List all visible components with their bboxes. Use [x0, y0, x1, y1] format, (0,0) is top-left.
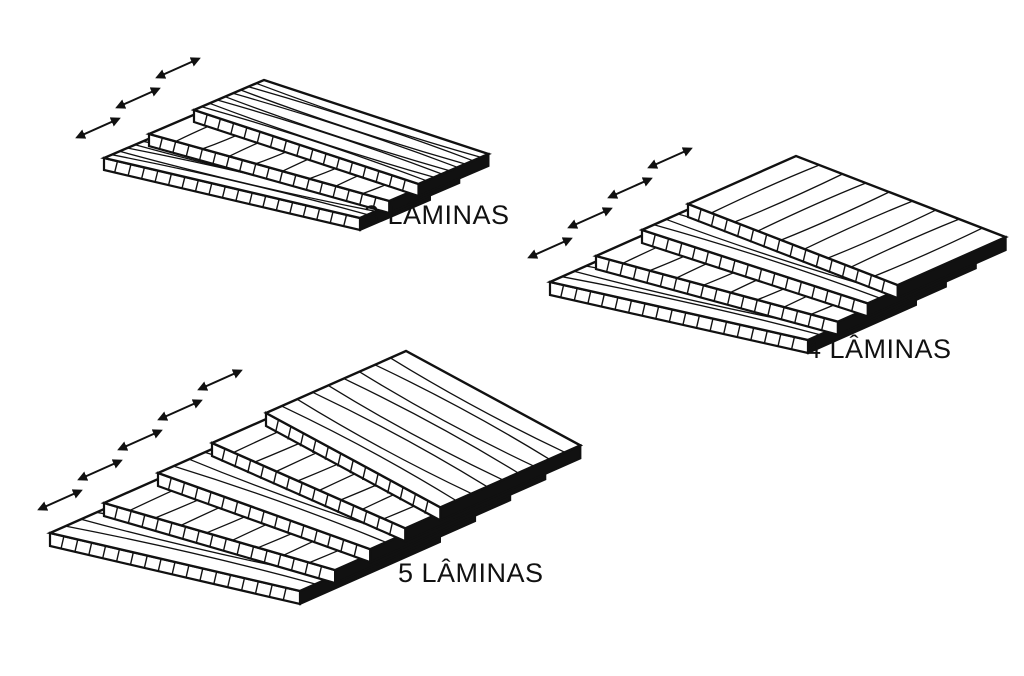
stack-three-layer-3-top-face: [190, 78, 492, 186]
stack-five-layer-5: [263, 349, 584, 523]
label-3-laminas: 3 LÂMINAS: [364, 200, 510, 230]
stack-four-grain-arrow-3: [607, 177, 653, 199]
stack-five-grain-arrow-5: [197, 369, 243, 391]
stack-four: [527, 147, 1009, 355]
stack-five-grain-arrow-2: [77, 459, 123, 481]
stack-four-grain-arrow-2: [567, 207, 613, 229]
stack-four-grain-arrow-4: [647, 147, 693, 169]
stack-three: [75, 57, 492, 232]
stack-four-layer-4: [684, 154, 1009, 300]
label-5-laminas: 5 LÂMINAS: [398, 558, 544, 588]
label-4-laminas: 4 LÂMINAS: [806, 334, 952, 364]
stack-three-layer-3: [190, 78, 492, 198]
stack-five-grain-arrow-1: [37, 489, 83, 511]
stack-five: [37, 349, 584, 606]
stack-three-grain-arrow-2: [115, 87, 161, 109]
stack-three-grain-arrow-3: [155, 57, 201, 79]
stack-three-grain-arrow-1: [75, 117, 121, 139]
stack-four-grain-arrow-1: [527, 237, 573, 259]
stack-five-grain-arrow-4: [157, 399, 203, 421]
stack-five-grain-arrow-3: [117, 429, 163, 451]
